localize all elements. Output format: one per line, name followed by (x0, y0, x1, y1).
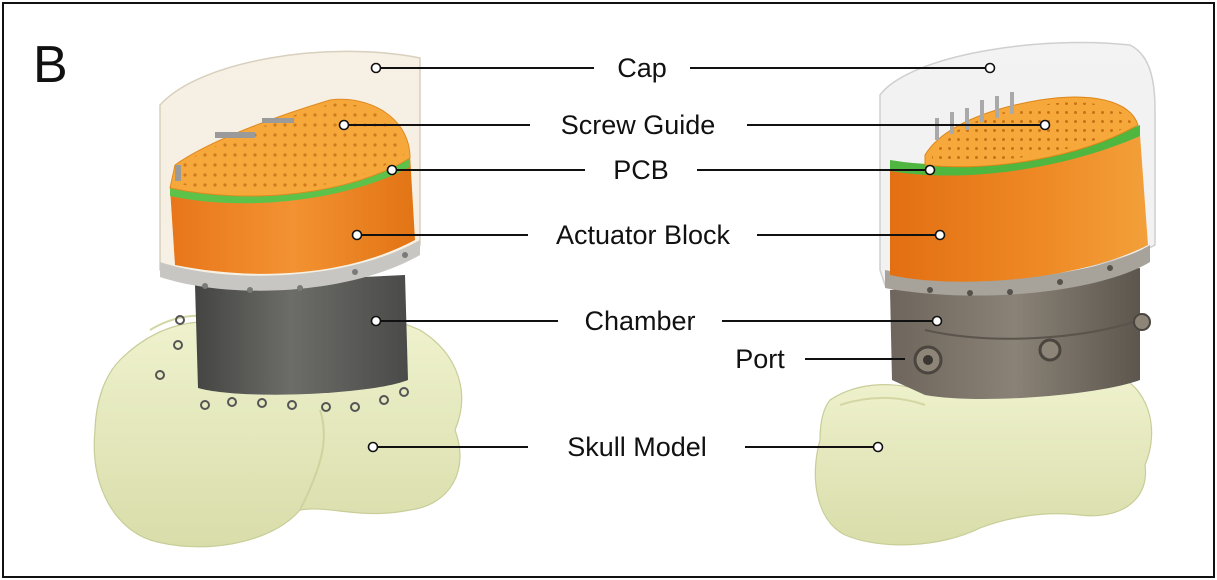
label-screw-guide: Screw Guide (561, 110, 716, 140)
label-cap: Cap (617, 53, 667, 83)
panel-letter: B (33, 36, 68, 94)
label-skull-model: Skull Model (567, 432, 707, 462)
label-actuator-block: Actuator Block (556, 220, 731, 250)
label-chamber: Chamber (584, 306, 695, 336)
label-port: Port (735, 344, 785, 374)
label-pcb: PCB (613, 155, 669, 185)
left-chamber (195, 275, 408, 395)
